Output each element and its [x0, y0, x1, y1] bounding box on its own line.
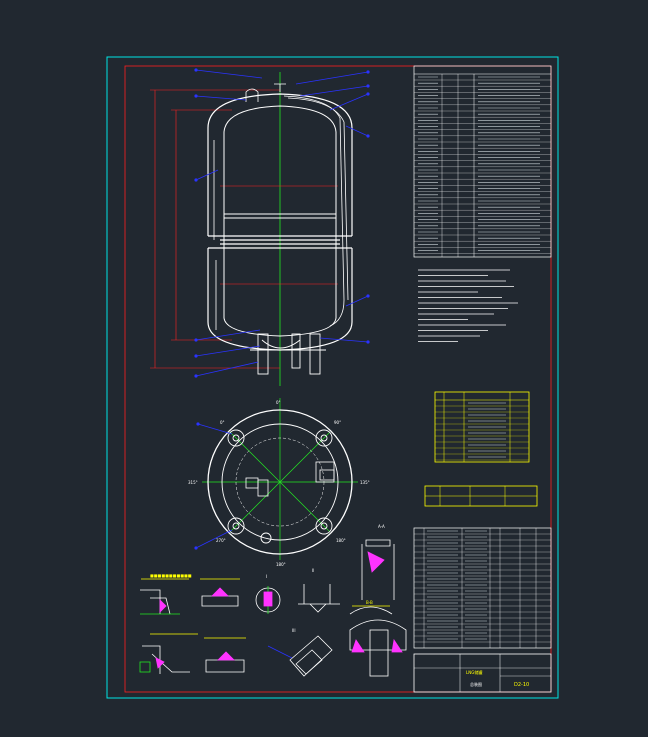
design-table-rows	[414, 76, 551, 254]
nozzle-table-rows	[435, 402, 529, 461]
plan-angle-ul: 0°	[220, 420, 225, 425]
plan-leaders	[195, 423, 233, 549]
detail-i-label: I	[266, 574, 267, 579]
bottom-nozzles	[250, 333, 326, 375]
technical-requirements	[418, 269, 518, 342]
elevation-leaders	[195, 69, 369, 377]
outer-frame	[106, 56, 559, 699]
elevation-balloons	[194, 68, 370, 378]
title-name: LNG储罐	[466, 669, 482, 675]
parts-list	[413, 527, 552, 649]
side-piping	[213, 83, 349, 330]
outer-shell	[207, 93, 353, 351]
height-dimensions	[150, 89, 338, 369]
section-aa-label: A-A	[378, 524, 385, 529]
requirements-lines	[418, 269, 518, 342]
design-data-table	[413, 65, 552, 258]
section-bb-label: B-B	[366, 600, 373, 605]
plan-outer-shell	[207, 409, 353, 555]
plan-nozzles	[245, 461, 335, 497]
vessel-elevation-view	[150, 68, 370, 386]
plan-inner-shell	[221, 423, 339, 541]
nozzle-table	[434, 391, 530, 463]
detail-iii-label: III	[292, 628, 296, 633]
detail-views: ■■■■■■■■■■■ I II B-B III	[139, 524, 407, 677]
inner-frame	[124, 65, 552, 693]
reference-table	[424, 485, 538, 507]
plan-angle-ll: 270°	[216, 538, 226, 543]
title-sub-name: 总装图	[470, 681, 482, 687]
plan-angle-top: 0°	[276, 400, 281, 405]
support-lugs	[227, 429, 333, 544]
parts-list-rows	[414, 530, 551, 643]
plan-angle-right: 135°	[360, 480, 370, 485]
detail-label-1: ■■■■■■■■■■■	[150, 573, 192, 578]
nozzle-plan-view: 0° 315° 135° 180° 0° 90° 270° 180°	[188, 398, 370, 567]
detail-ii-label: II	[312, 568, 314, 573]
plan-angle-bottom: 180°	[276, 562, 286, 567]
plan-angle-ur: 90°	[334, 420, 341, 425]
inner-vessel	[223, 105, 337, 337]
plan-angle-lr: 180°	[336, 538, 346, 543]
title-block: LNG储罐 总装图 D2-10	[413, 653, 552, 693]
drawing-number: D2-10	[514, 682, 529, 688]
plan-angle-left: 315°	[188, 480, 198, 485]
